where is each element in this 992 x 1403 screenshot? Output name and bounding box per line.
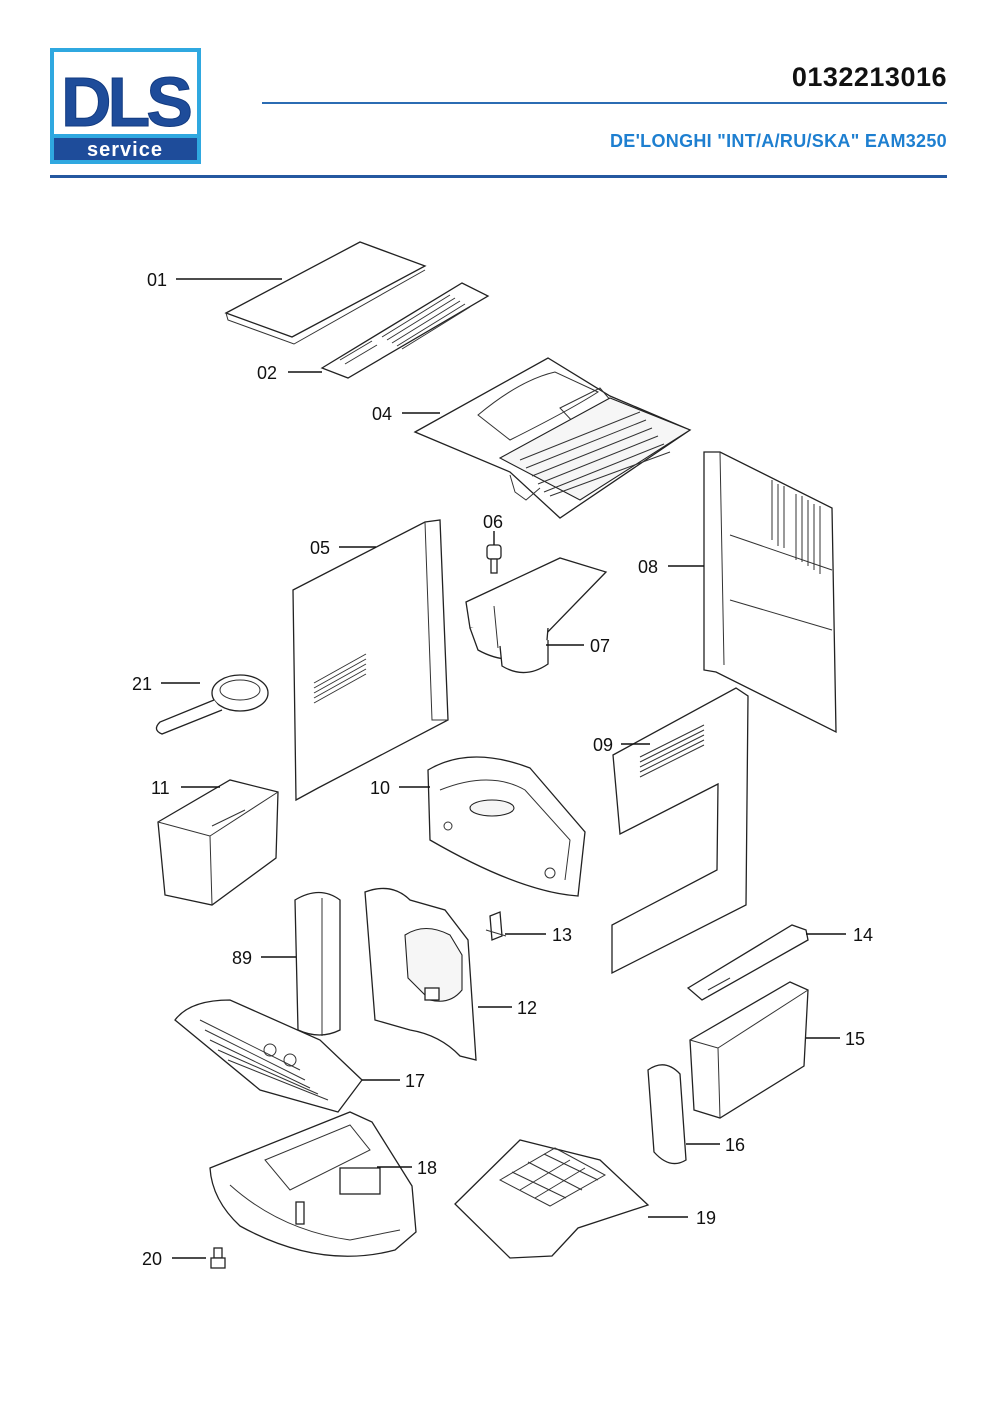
part-89-front-panel [294, 891, 341, 1036]
part-09-right-side-panel [611, 687, 749, 975]
part-17-drip-tray-grid [174, 999, 363, 1113]
callout-01: 01 [147, 270, 167, 290]
callout-11: 11 [151, 778, 170, 798]
part-10-control-panel [427, 756, 586, 897]
part-15-grounds-container [689, 981, 809, 1119]
part-06-knob [486, 544, 502, 574]
part-21-measuring-spoon [155, 674, 269, 735]
dls-service-logo: DLS service [50, 48, 201, 164]
part-01-top-lid [224, 241, 427, 345]
callout-15: 15 [845, 1029, 865, 1049]
part-18-drip-tray-base [209, 1111, 417, 1257]
callout-19: 19 [696, 1208, 716, 1228]
callout-05: 05 [310, 538, 330, 558]
callout-labels: 01 02 04 05 06 07 08 21 09 11 10 14 13 8… [132, 270, 873, 1269]
callout-14: 14 [853, 925, 873, 945]
callout-17: 17 [405, 1071, 425, 1091]
model-title: DE'LONGHI "INT/A/RU/SKA" EAM3250 [610, 131, 947, 151]
part-08-back-panel [703, 451, 837, 734]
callout-13: 13 [552, 925, 572, 945]
part-12-brew-front [364, 887, 477, 1061]
callout-09: 09 [593, 735, 613, 755]
part-04-top-frame [413, 357, 692, 519]
part-05-left-side-panel [292, 519, 449, 802]
callout-04: 04 [372, 404, 392, 424]
part-14-small-drawer [686, 924, 809, 1001]
callout-16: 16 [725, 1135, 745, 1155]
callout-07: 07 [590, 636, 610, 656]
leader-lines [161, 278, 846, 1259]
part-number: 0132213016 [791, 62, 947, 92]
part-07-funnel [465, 557, 608, 674]
logo-service-text: service [87, 139, 163, 161]
callout-89: 89 [232, 948, 252, 968]
callout-20: 20 [142, 1249, 162, 1269]
callout-18: 18 [417, 1158, 437, 1178]
callout-08: 08 [638, 557, 658, 577]
part-20-foot [210, 1247, 226, 1269]
part-02-grille-strip [320, 282, 490, 379]
logo-dls-text: DLS [61, 63, 190, 141]
callout-06: 06 [483, 512, 503, 532]
callout-02: 02 [257, 363, 277, 383]
header-rule-top [262, 102, 947, 104]
logo-bottom-band [54, 138, 197, 160]
header-rule-main [50, 175, 947, 178]
callout-10: 10 [370, 778, 390, 798]
callout-21: 21 [132, 674, 152, 694]
part-16-curved-cover [647, 1064, 687, 1165]
logo-top-panel [54, 52, 197, 134]
callout-12: 12 [517, 998, 537, 1018]
part-13-clip [485, 911, 507, 941]
part-11-water-tank [157, 779, 279, 906]
part-19-base-plate [454, 1139, 650, 1259]
exploded-parts-diagram: 01 02 04 05 06 07 08 21 09 11 10 14 13 8… [132, 241, 873, 1269]
